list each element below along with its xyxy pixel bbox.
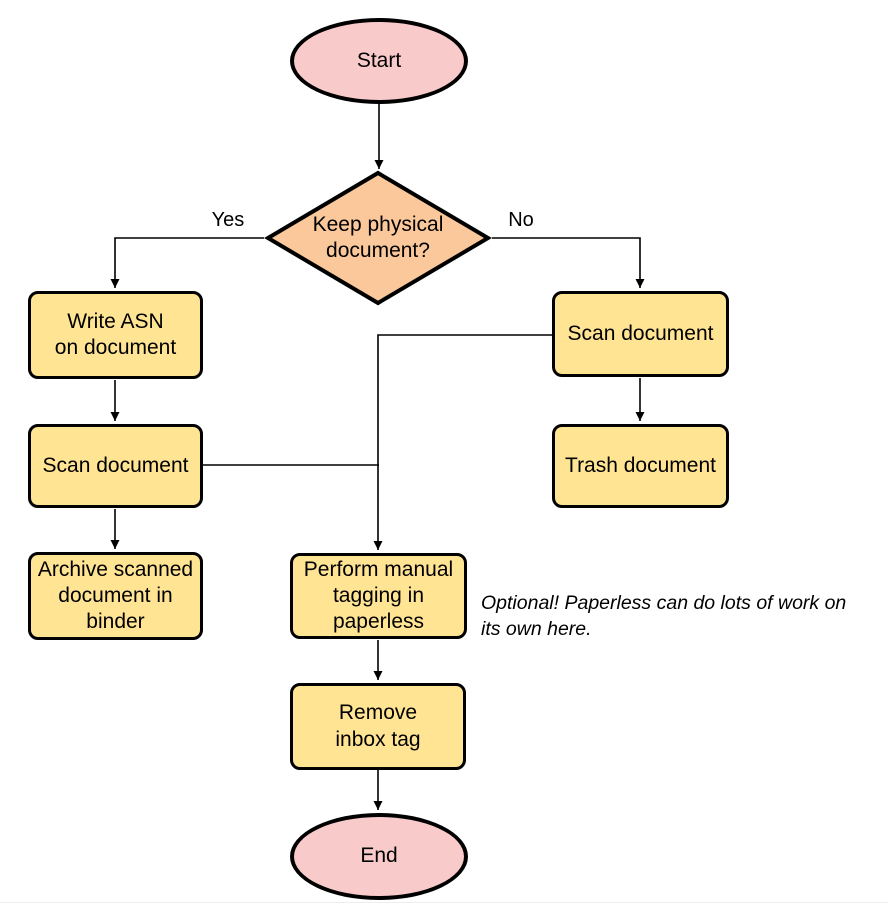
edge-decision-no-to-scan-right <box>492 237 645 288</box>
node-end-label: End <box>360 844 398 868</box>
node-remove-inbox-tag: Remove inbox tag <box>290 683 466 770</box>
node-scan-document-left-label: Scan document <box>42 453 189 477</box>
node-end: End <box>290 813 468 900</box>
edge-label-yes: Yes <box>211 209 245 231</box>
edge-label-no: No <box>508 209 534 231</box>
diamond-shape <box>264 170 492 306</box>
node-trash-document-label: Trash document <box>565 453 716 477</box>
node-write-asn: Write ASN on document <box>28 291 203 379</box>
node-scan-document-right: Scan document <box>552 291 729 377</box>
node-manual-tagging-label: Perform manual tagging in paperless <box>303 557 454 634</box>
node-start: Start <box>290 18 468 104</box>
node-archive-binder: Archive scanned document in binder <box>28 552 203 640</box>
node-decision-label: Keep physical document? <box>312 212 444 262</box>
page-bottom-rule <box>0 902 888 903</box>
node-manual-tagging: Perform manual tagging in paperless <box>290 553 467 639</box>
edge-decision-yes-to-write-asn <box>110 237 264 288</box>
node-archive-binder-label: Archive scanned document in binder <box>37 557 194 634</box>
node-scan-document-left: Scan document <box>28 424 203 508</box>
node-write-asn-label: Write ASN on document <box>54 309 177 359</box>
node-remove-inbox-tag-label: Remove inbox tag <box>335 701 421 751</box>
node-trash-document: Trash document <box>552 424 729 508</box>
note-optional-paperless: Optional! Paperless can do lots of work … <box>481 592 847 640</box>
edge-scan-right-to-tagging <box>373 334 552 550</box>
node-start-label: Start <box>356 48 402 72</box>
node-decision: Keep physical document? <box>264 170 492 306</box>
node-scan-document-right-label: Scan document <box>567 321 714 345</box>
